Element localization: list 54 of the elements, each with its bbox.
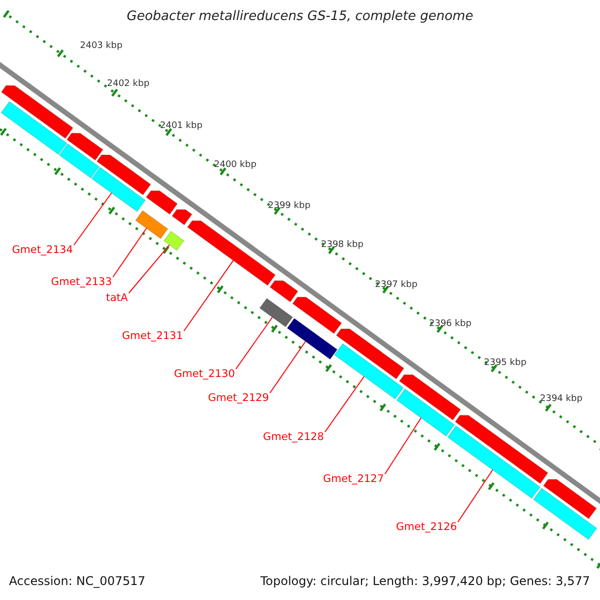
gene-block <box>292 296 342 334</box>
gene-bar <box>396 388 455 437</box>
gene-label: Gmet_2131 <box>122 330 183 343</box>
gene-block <box>172 209 192 226</box>
scale-label: 2400 kbp <box>214 160 256 171</box>
gene-block <box>96 154 152 196</box>
leader-line <box>269 340 306 394</box>
gene-label: Gmet_2129 <box>208 392 269 405</box>
accession-text: Accession: NC_007517 <box>9 574 146 588</box>
gene-label: Gmet_2133 <box>51 276 112 289</box>
leader-line <box>457 469 494 522</box>
leader-line <box>384 417 422 474</box>
gene-label: Gmet_2127 <box>323 473 384 486</box>
gene-bar <box>58 143 100 179</box>
leader-line <box>112 228 147 278</box>
map-title: Geobacter metallireducens GS-15, complete genome <box>126 9 474 25</box>
scale-label: 2403 kbp <box>80 41 122 52</box>
gene-bar <box>286 318 338 360</box>
scale-label: 2396 kbp <box>429 319 472 330</box>
gene-label: Gmet_2134 <box>12 244 73 257</box>
gene-block <box>398 374 462 421</box>
scale-label: 2401 kbp <box>160 121 202 132</box>
gene-block <box>66 132 104 161</box>
gene-label: tatA <box>106 292 128 305</box>
gene-bar <box>135 210 168 240</box>
gene-label: Gmet_2130 <box>174 368 235 381</box>
scale-label: 2398 kbp <box>321 240 364 251</box>
scale-label: 2397 kbp <box>375 280 418 291</box>
leader-line <box>235 316 273 370</box>
scale-label: 2402 kbp <box>107 79 150 90</box>
scale-label: 2399 kbp <box>268 201 310 212</box>
leader-line <box>128 244 170 294</box>
gene-bar <box>163 230 184 251</box>
gene-block <box>542 478 597 520</box>
gene-block <box>186 220 276 286</box>
scale-label: 2395 kbp <box>484 358 526 369</box>
gene-bar <box>0 100 68 156</box>
gene-bar <box>532 488 598 540</box>
gene-block <box>0 85 74 139</box>
gene-label: Gmet_2128 <box>263 431 324 444</box>
leader-line <box>324 376 365 432</box>
gene-label: Gmet_2126 <box>396 521 457 534</box>
scale-label: 2394 kbp <box>540 394 582 405</box>
gene-block <box>454 414 548 484</box>
gene-block <box>269 280 298 302</box>
gene-block <box>146 190 178 215</box>
gene-block <box>336 328 404 380</box>
gene-bar <box>334 343 404 400</box>
gene-bar <box>91 166 146 212</box>
gene-bar <box>259 298 294 328</box>
gene-bar <box>447 425 541 499</box>
genome-summary: Topology: circular; Length: 3,997,420 bp; Genes: 3,577 <box>260 574 590 588</box>
leader-line <box>73 192 112 246</box>
leader-line <box>183 260 234 332</box>
